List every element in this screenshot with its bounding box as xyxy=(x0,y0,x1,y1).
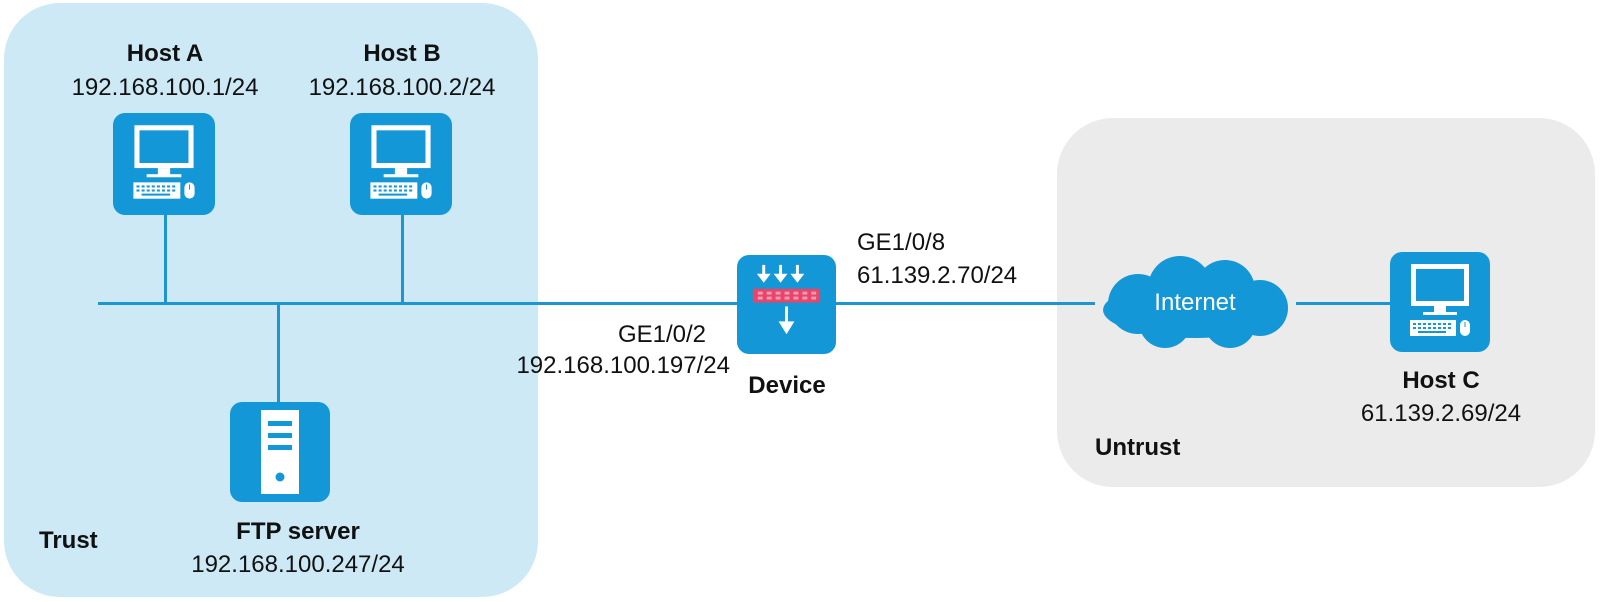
trust-zone-label: Trust xyxy=(39,527,98,554)
host-c-ip: 61.139.2.69/24 xyxy=(1360,400,1522,427)
host-b-ip: 192.168.100.2/24 xyxy=(308,74,496,101)
untrust-interface-name: GE1/0/8 xyxy=(857,229,946,256)
untrust-zone-label: Untrust xyxy=(1095,434,1181,461)
host-b-name: Host B xyxy=(363,40,441,67)
host-a-name: Host A xyxy=(126,40,204,67)
internet-label: Internet xyxy=(1154,289,1236,316)
host-c-computer-icon xyxy=(1390,252,1490,352)
internet-cloud-icon xyxy=(1090,252,1300,354)
host-c-name: Host C xyxy=(1402,367,1480,394)
ftp-server-icon xyxy=(230,402,330,502)
device-name: Device xyxy=(748,372,826,399)
internet-host-c-link xyxy=(1296,302,1390,305)
untrust-interface-ip: 61.139.2.70/24 xyxy=(857,262,1018,289)
trust-interface-name: GE1/0/2 xyxy=(617,321,706,348)
lan-bus-link xyxy=(98,302,738,305)
host-b-computer-icon xyxy=(350,113,452,215)
host-a-computer-icon xyxy=(113,113,215,215)
ftp-server-name: FTP server xyxy=(236,518,360,545)
host-b-link xyxy=(401,214,404,304)
host-a-link xyxy=(164,214,167,304)
host-a-ip: 192.168.100.1/24 xyxy=(71,74,259,101)
ftp-server-link xyxy=(277,302,280,402)
device-internet-link xyxy=(835,302,1095,305)
trust-interface-ip: 192.168.100.197/24 xyxy=(516,352,730,379)
ftp-server-ip: 192.168.100.247/24 xyxy=(191,551,405,578)
device-firewall-icon xyxy=(737,255,836,354)
